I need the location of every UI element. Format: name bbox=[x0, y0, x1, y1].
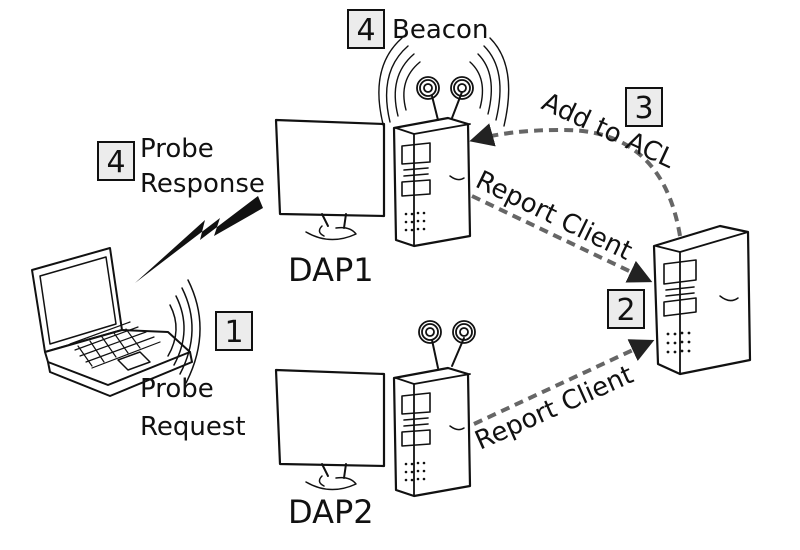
step-badge-probe-response: 4 bbox=[97, 141, 135, 181]
dap1-label: DAP1 bbox=[288, 251, 374, 289]
step-badge-add-to-acl: 3 bbox=[625, 87, 663, 127]
lightning-bolt-icon bbox=[135, 196, 263, 283]
step-badge-report-client: 2 bbox=[607, 289, 645, 329]
dap1-antenna-icon bbox=[416, 76, 474, 121]
beacon-waves-icon bbox=[378, 37, 510, 129]
controller-server-icon bbox=[652, 224, 752, 376]
dap2-antenna-icon bbox=[418, 320, 476, 369]
dap1-monitor-icon bbox=[274, 118, 386, 241]
report-client-bottom-label: Report Client bbox=[471, 360, 638, 456]
dap2-monitor-icon bbox=[274, 368, 386, 491]
svg-text:4: 4 bbox=[106, 145, 125, 180]
svg-text:3: 3 bbox=[634, 91, 653, 126]
laptop-icon bbox=[31, 247, 193, 397]
step-badge-beacon: 4 bbox=[347, 9, 385, 49]
step-badge-probe-request: 1 bbox=[215, 311, 253, 351]
svg-text:2: 2 bbox=[616, 293, 635, 328]
dap2-label: DAP2 bbox=[288, 493, 374, 531]
probe-request-label-line2: Request bbox=[140, 412, 246, 442]
dap1-server-icon bbox=[392, 116, 472, 248]
add-to-acl-arrow bbox=[469, 123, 682, 237]
wireless-waves-icon bbox=[167, 279, 201, 384]
report-client-top-arrow bbox=[471, 194, 653, 283]
report-client-top-label: Report Client bbox=[471, 165, 637, 266]
probe-request-label-line1: Probe bbox=[140, 374, 214, 404]
dap2-server-icon bbox=[392, 366, 472, 498]
probe-response-label-line2: Response bbox=[140, 169, 265, 199]
probe-response-label-line1: Probe bbox=[140, 134, 214, 164]
svg-text:1: 1 bbox=[224, 315, 243, 350]
svg-text:4: 4 bbox=[356, 13, 375, 48]
beacon-label: Beacon bbox=[392, 15, 488, 45]
report-client-bottom-arrow bbox=[473, 339, 655, 426]
